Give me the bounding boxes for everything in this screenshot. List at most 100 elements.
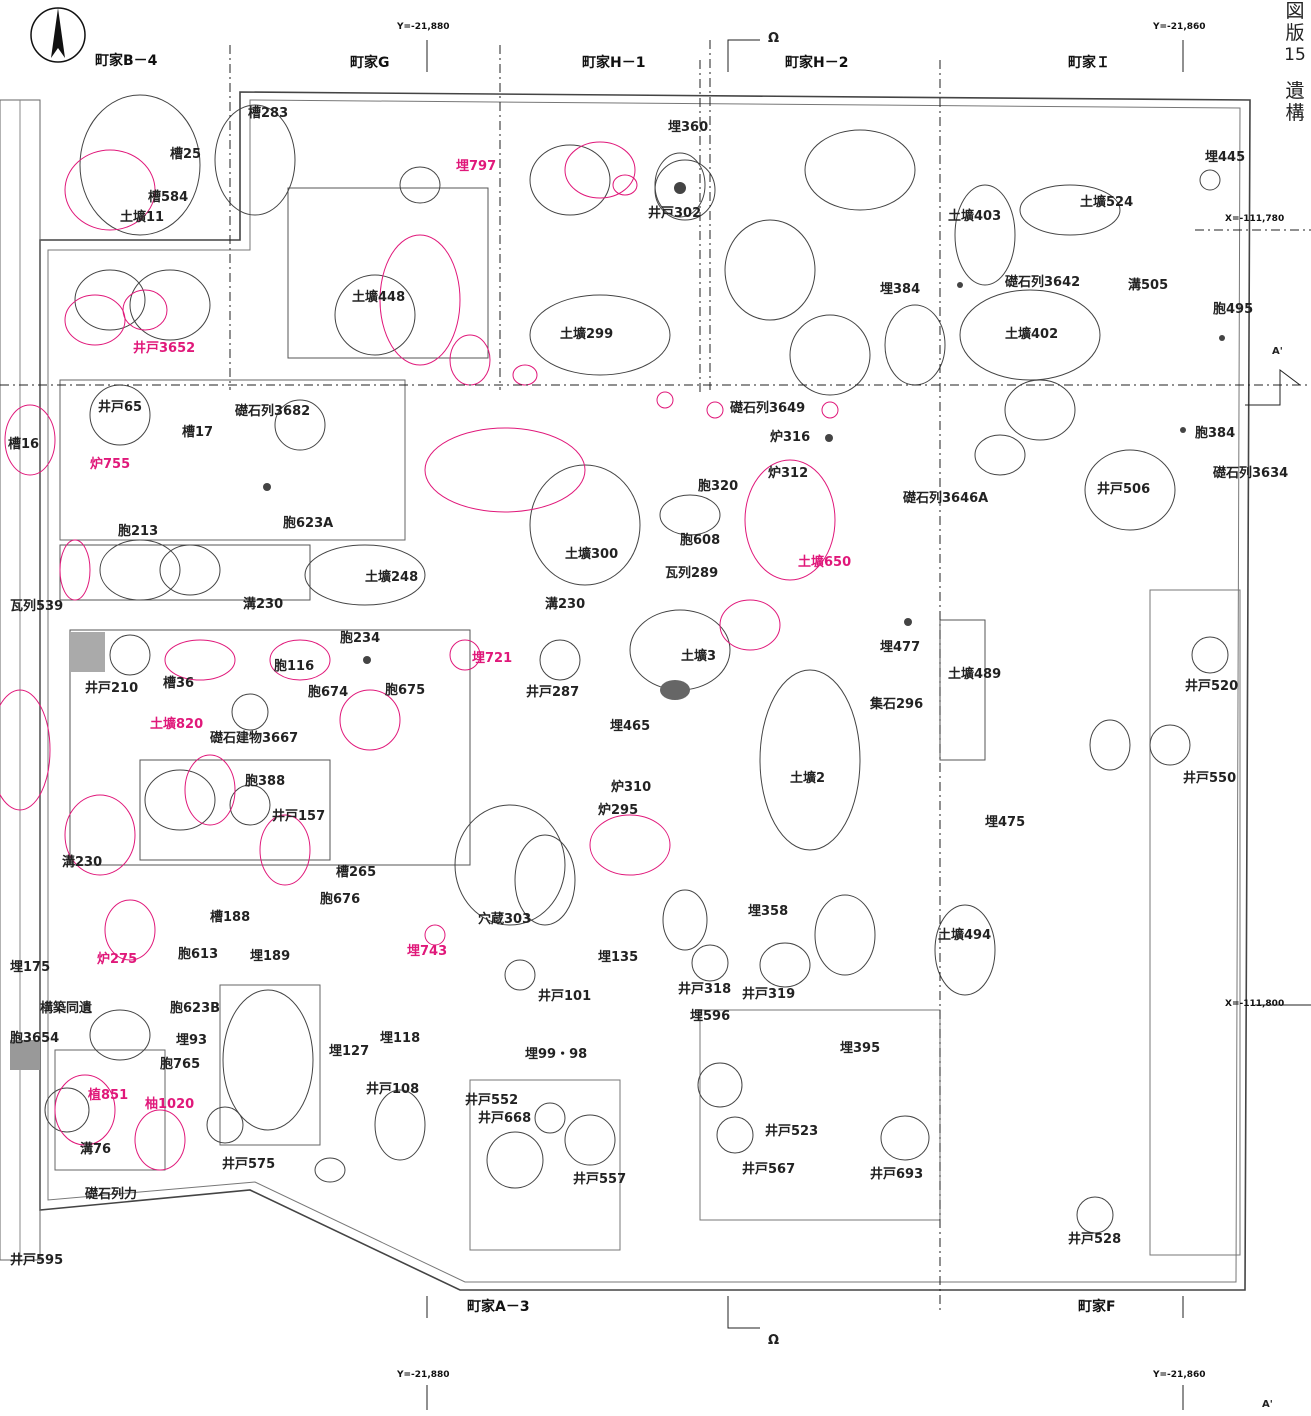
- feature-label: 埋127: [329, 1044, 370, 1059]
- section-marker: Ω: [768, 31, 780, 46]
- feature-label: 埋743: [407, 944, 448, 959]
- feature-label: 井戸693: [870, 1167, 924, 1182]
- feature-label: 炉755: [90, 457, 131, 472]
- feature-label: 穴蔵303: [478, 912, 532, 927]
- feature-label: 胞675: [385, 683, 426, 698]
- north-arrow: [30, 7, 86, 63]
- plate-label: 図版: [1285, 0, 1305, 44]
- feature-label: 構築同遺: [40, 1001, 93, 1016]
- feature-label: 胞495: [1213, 302, 1254, 317]
- feature-label: 土壙3: [681, 649, 717, 664]
- feature-label: 槽265: [336, 865, 377, 880]
- feature-label: 土壙403: [948, 209, 1002, 224]
- feature-label: 柚1020: [145, 1097, 195, 1112]
- feature-label: 炉295: [598, 803, 639, 818]
- feature-label: 埋99・98: [525, 1047, 588, 1062]
- feature-label: 礎石建物3667: [210, 731, 299, 746]
- magenta-features: [0, 141, 839, 1171]
- coord-label: X=-111,780: [1225, 214, 1285, 224]
- feature-label: 井戸595: [10, 1253, 64, 1268]
- feature-label: 埋477: [880, 640, 921, 655]
- feature-label: 土壙300: [565, 547, 619, 562]
- plate-side-title: 図版 15 遺構: [1284, 0, 1306, 124]
- feature-label: 井戸523: [765, 1124, 819, 1139]
- feature-label: 埋475: [985, 815, 1026, 830]
- feature-label: 槽16: [8, 437, 40, 452]
- feature-label: 土壙489: [948, 667, 1002, 682]
- plan-linework: [0, 91, 1251, 1291]
- feature-label: 胞674: [308, 685, 349, 700]
- feature-label: 埋395: [840, 1041, 881, 1056]
- feature-label: 井戸65: [98, 400, 143, 415]
- feature-label: 溝230: [545, 597, 586, 612]
- plate-number: 15: [1284, 45, 1306, 65]
- feature-label: 土壙650: [798, 555, 852, 570]
- feature-label: 胞3654: [10, 1031, 60, 1046]
- feature-label: 胞116: [274, 659, 315, 674]
- section-header: 町家G: [350, 55, 390, 71]
- coord-label: X=-111,800: [1225, 999, 1285, 1009]
- feature-label: 土壙402: [1005, 327, 1059, 342]
- coord-label: Y=-21,880: [397, 1370, 450, 1380]
- feature-label: 土壙524: [1080, 195, 1134, 210]
- feature-label: 槽188: [210, 910, 251, 925]
- feature-label: 胞608: [680, 533, 721, 548]
- feature-label: 集石296: [870, 697, 924, 712]
- feature-label: 土壙448: [352, 290, 406, 305]
- feature-label: 槽283: [248, 106, 289, 121]
- feature-label: 溝505: [1128, 278, 1169, 293]
- feature-label: 礎石列3649: [730, 401, 806, 416]
- section-header: 町家H－1: [582, 55, 646, 71]
- feature-label: 溝230: [243, 597, 284, 612]
- section-header: 町家Ｉ: [1068, 55, 1110, 71]
- feature-label: 瓦列289: [665, 566, 719, 581]
- feature-label: 井戸101: [538, 989, 592, 1004]
- feature-label: 井戸552: [465, 1093, 519, 1108]
- tick-marks: [426, 39, 1311, 1410]
- feature-label: 埋189: [250, 949, 291, 964]
- section-header: 町家B－4: [95, 53, 158, 69]
- coord-label: Y=-21,880: [397, 22, 450, 32]
- feature-label: 胞613: [178, 947, 219, 962]
- coord-label: Y=-21,860: [1153, 22, 1206, 32]
- feature-label: 埋93: [176, 1033, 208, 1048]
- feature-label: 炉275: [97, 952, 138, 967]
- feature-label: 胞623A: [283, 516, 334, 531]
- feature-label: 炉310: [611, 780, 652, 795]
- feature-label: 埋797: [456, 159, 497, 174]
- feature-label: 胞320: [698, 479, 739, 494]
- feature-label: 井戸668: [478, 1111, 532, 1126]
- feature-label: 土壙299: [560, 327, 614, 342]
- feature-label: 炉312: [768, 466, 809, 481]
- feature-label: 井戸520: [1185, 679, 1239, 694]
- feature-label: 埋465: [610, 719, 651, 734]
- coord-label: Y=-21,860: [1153, 1370, 1206, 1380]
- feature-label: 胞623B: [170, 1001, 221, 1016]
- feature-label: 礎石列3642: [1005, 275, 1081, 290]
- feature-label: 井戸557: [573, 1172, 627, 1187]
- feature-label: 埋384: [880, 282, 921, 297]
- grid-lines: [0, 40, 1311, 1310]
- section-marker: A': [1262, 1399, 1273, 1410]
- plate-subject: 遺構: [1285, 80, 1305, 124]
- feature-label: 瓦列539: [10, 599, 64, 614]
- feature-label: 槽17: [182, 425, 214, 440]
- feature-label: 土壙248: [365, 570, 419, 585]
- feature-label: 埋175: [10, 960, 51, 975]
- feature-label: 井戸319: [742, 987, 796, 1002]
- feature-fills: [10, 182, 1225, 1070]
- feature-label: 炉316: [770, 430, 811, 445]
- feature-label: 胞676: [320, 892, 361, 907]
- feature-label: 槽36: [163, 676, 195, 691]
- feature-label: 溝230: [62, 855, 103, 870]
- feature-label: 井戸287: [526, 685, 580, 700]
- feature-label: 溝76: [80, 1142, 112, 1157]
- feature-label: 井戸3652: [133, 341, 196, 356]
- feature-label: 埋596: [690, 1009, 731, 1024]
- section-header: 町家H－2: [785, 55, 849, 71]
- feature-label: 井戸506: [1097, 482, 1151, 497]
- feature-label: 井戸302: [648, 206, 702, 221]
- feature-label: 礎石列3646A: [903, 491, 989, 506]
- feature-label: 井戸157: [272, 809, 326, 824]
